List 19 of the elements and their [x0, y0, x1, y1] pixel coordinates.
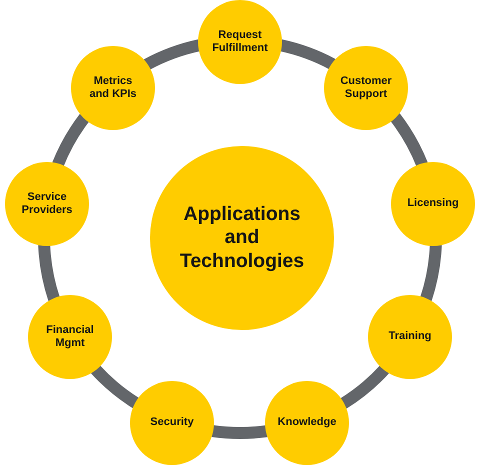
ring-segment	[420, 244, 442, 301]
topic-label: Knowledge	[278, 416, 336, 430]
ring-segment	[38, 244, 60, 301]
topic-label: Customer Support	[339, 74, 393, 102]
ring-segment	[390, 113, 428, 167]
topic-label: Request Fulfillment	[211, 28, 269, 56]
ring-segment	[52, 114, 90, 167]
topic-label: Licensing	[407, 197, 459, 211]
topic-label: Training	[388, 330, 432, 344]
ring-segment	[340, 365, 389, 409]
ring-segment	[279, 39, 336, 70]
ring-segment	[212, 425, 268, 439]
topic-label: Service Providers	[20, 190, 74, 218]
ring-segment	[91, 365, 140, 408]
topic-label: Metrics and KPIs	[88, 74, 138, 102]
ring-segment	[144, 39, 201, 70]
topic-label: Security	[150, 416, 194, 430]
central-topic-label: Applications and Technologies	[178, 202, 306, 274]
topic-label: Financial Mgmt	[45, 324, 95, 350]
